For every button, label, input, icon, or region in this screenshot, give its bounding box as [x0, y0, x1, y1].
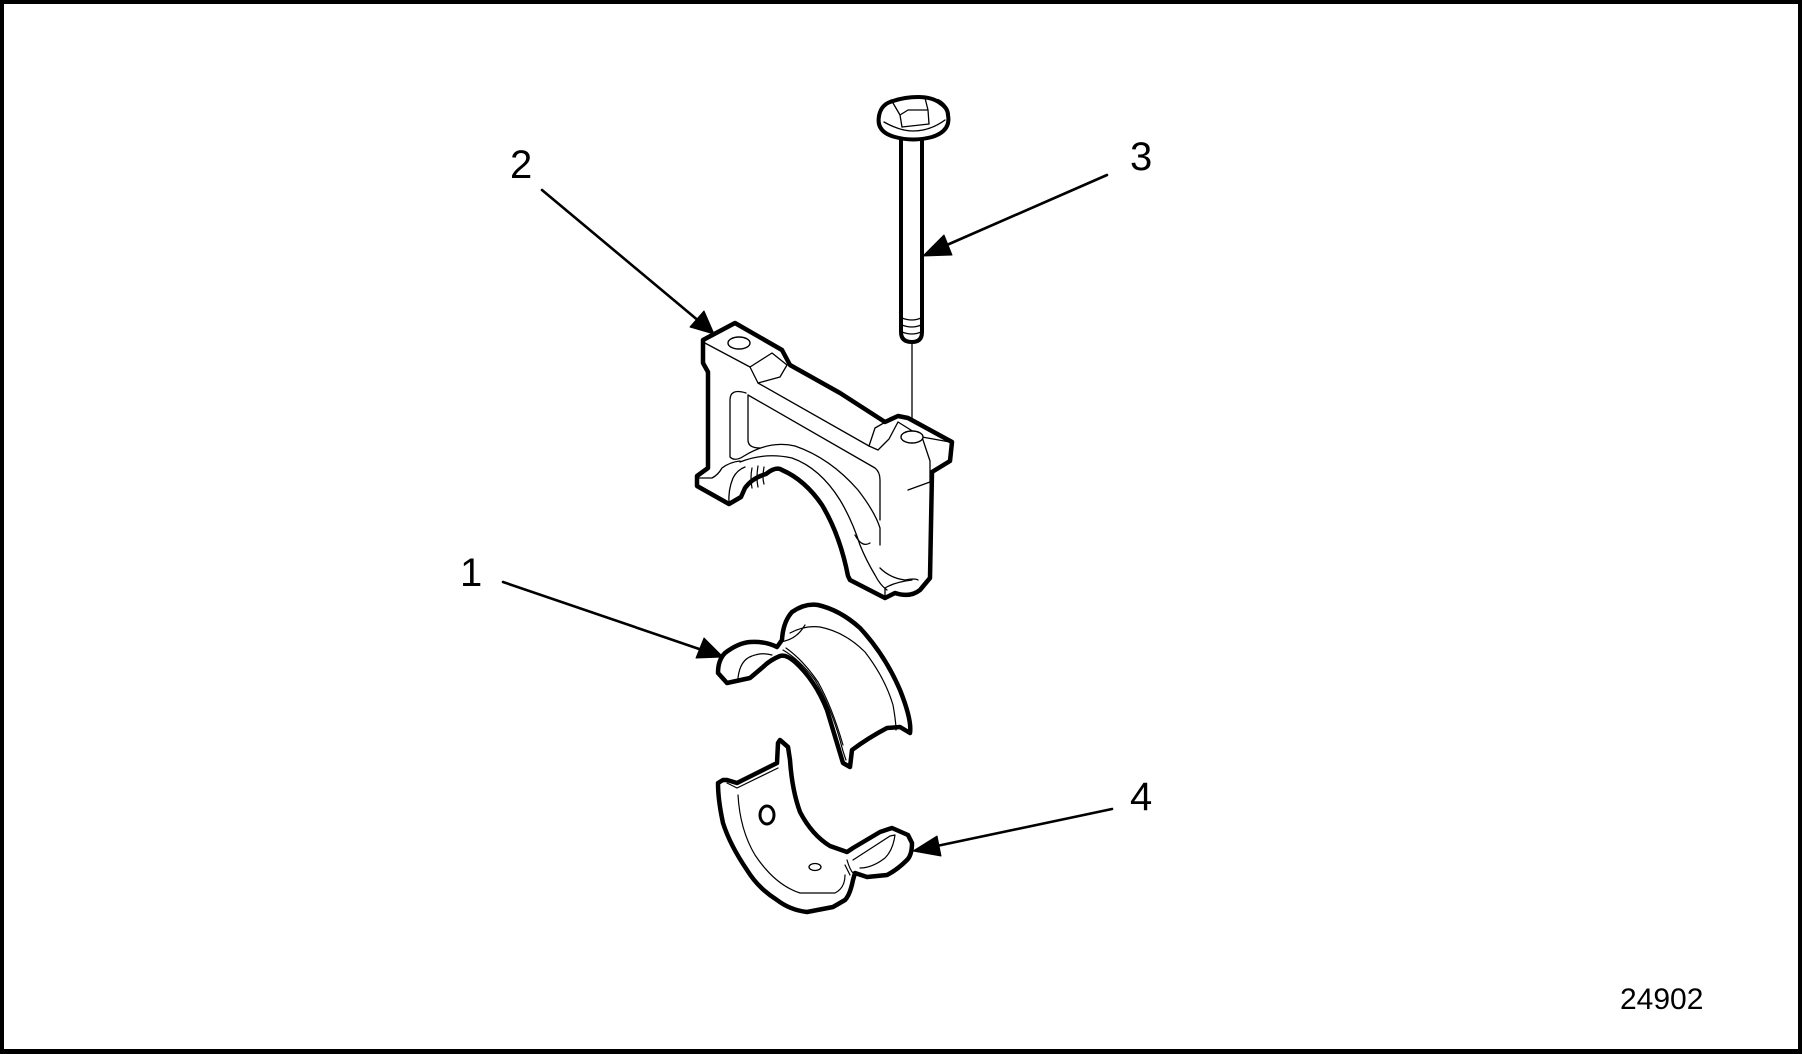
callout-4-label: 4 — [1130, 775, 1153, 819]
leader-lines — [501, 173, 1114, 857]
figure-number: 24902 — [1620, 983, 1704, 1016]
callout-2-label: 2 — [510, 143, 533, 187]
leader-3 — [922, 173, 1109, 257]
bolt-part — [876, 95, 951, 441]
upper-bearing-shell-part — [715, 602, 913, 770]
leader-4 — [912, 807, 1114, 857]
callout-1-label: 1 — [460, 551, 483, 595]
callout-3-label: 3 — [1130, 135, 1153, 179]
leader-1 — [501, 580, 724, 659]
bearing-cap-part — [694, 320, 955, 601]
lower-bearing-shell-part — [715, 737, 915, 915]
leader-2 — [540, 188, 715, 335]
